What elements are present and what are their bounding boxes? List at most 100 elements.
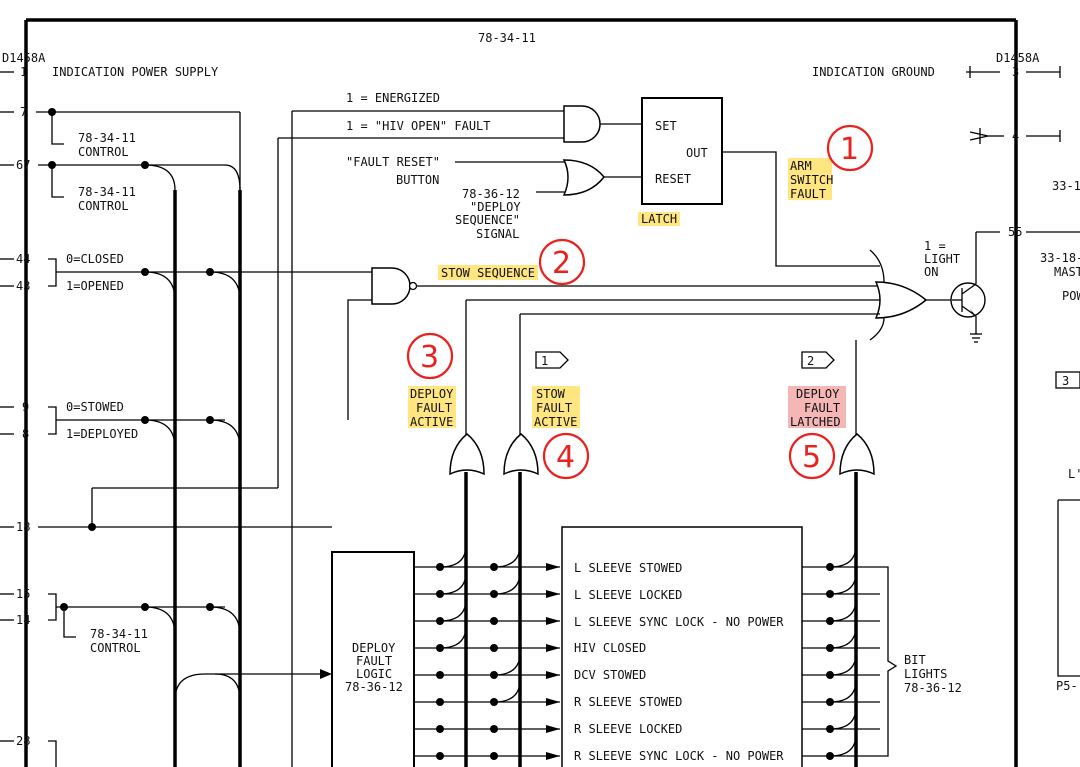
- row-taps: [439, 544, 857, 757]
- svg-text:33-1: 33-1: [1052, 179, 1080, 193]
- transistor-icon: [950, 231, 1000, 343]
- signal-deploy-seq-1: 78-36-12: [462, 187, 520, 201]
- logic-block-1: DEPLOY: [352, 641, 396, 655]
- bit-item: L SLEEVE SYNC LOCK - NO POWER: [574, 615, 784, 629]
- pin-44-label: 0=CLOSED: [66, 252, 124, 266]
- right-pin-55: 55: [1008, 225, 1022, 239]
- stow-sequence-label: STOW SEQUENCE: [441, 266, 535, 280]
- pin-1: 1: [20, 65, 27, 79]
- deploy-fault-active-2: FAULT: [416, 401, 452, 415]
- stow-fault-active-2: FAULT: [536, 401, 572, 415]
- control-ref-1: 78-34-11: [78, 131, 136, 145]
- pin-67: 67: [16, 158, 30, 172]
- light-on-2: LIGHT: [924, 252, 960, 266]
- bit-item: R SLEEVE STOWED: [574, 695, 682, 709]
- svg-text:POW: POW: [1062, 289, 1080, 303]
- bit-lights-3: 78-36-12: [904, 681, 962, 695]
- bit-item: L SLEEVE LOCKED: [574, 588, 682, 602]
- bit-lights-2: LIGHTS: [904, 667, 947, 681]
- pin-18: 18: [16, 520, 30, 534]
- svg-text:2: 2: [552, 246, 571, 281]
- latch-reset: RESET: [655, 172, 691, 186]
- or-gate-reset: [562, 159, 605, 196]
- or-gate-deploy-latched: [839, 433, 875, 476]
- latch-out: OUT: [686, 146, 708, 160]
- bit-lights-bracket: [880, 566, 898, 757]
- or-gate-deploy-active: [449, 433, 485, 476]
- flag-1: 1: [535, 351, 569, 369]
- pin-43-label: 1=OPENED: [66, 279, 124, 293]
- bit-item: R SLEEVE LOCKED: [574, 722, 682, 736]
- deploy-fault-logic-block: [331, 551, 415, 767]
- and-gate-top: [563, 105, 601, 143]
- callout-3: 3: [406, 332, 454, 380]
- pin-15: 15: [16, 587, 30, 601]
- latch-label: LATCH: [641, 212, 677, 226]
- frame: [24, 18, 1018, 767]
- latch-block: [641, 97, 723, 205]
- or-gate-main: [874, 281, 928, 319]
- svg-text:2: 2: [807, 354, 814, 368]
- left-pins: 1 INDICATION POWER SUPPLY 7 67 44 0=CLOS…: [0, 65, 372, 767]
- flag-2: 2: [801, 351, 835, 369]
- bit-lights-1: BIT: [904, 653, 926, 667]
- signal-fault-reset-2: BUTTON: [396, 173, 439, 187]
- signal-energized: 1 = ENERGIZED: [346, 91, 440, 105]
- arm-switch-fault-2: SWITCH: [790, 173, 833, 187]
- pin-14: 14: [16, 613, 30, 627]
- bit-list: L SLEEVE STOWED L SLEEVE LOCKED L SLEEVE…: [574, 561, 784, 763]
- pin-7: 7: [20, 105, 27, 119]
- signal-hiv-open-fault: 1 = "HIV OPEN" FAULT: [346, 119, 491, 133]
- pin-43: 43: [16, 279, 30, 293]
- bit-list-box: [561, 526, 803, 767]
- arm-switch-fault-3: FAULT: [790, 187, 826, 201]
- bit-item: R SLEEVE SYNC LOCK - NO POWER: [574, 749, 784, 763]
- svg-text:5: 5: [802, 440, 821, 475]
- bit-item: HIV CLOSED: [574, 641, 646, 655]
- svg-text:P5-: P5-: [1056, 679, 1078, 693]
- row-arrows: [546, 563, 560, 760]
- signal-deploy-seq-2: "DEPLOY: [470, 200, 521, 214]
- control-ref-3-label: CONTROL: [90, 641, 141, 655]
- pin-28: 28: [16, 734, 30, 748]
- deploy-fault-latched-3: LATCHED: [790, 415, 841, 429]
- logic-block-3: LOGIC: [356, 667, 392, 681]
- deploy-fault-latched-2: FAULT: [804, 401, 840, 415]
- pin-8-label: 1=DEPLOYED: [66, 427, 138, 441]
- right-pins: 3 4 55: [966, 65, 1080, 239]
- right-connector-id: D1458A: [996, 51, 1040, 65]
- signal-deploy-seq-3: SEQUENCE": [455, 213, 520, 227]
- stow-fault-active-1: STOW: [536, 387, 566, 401]
- stow-fault-active-3: ACTIVE: [534, 415, 577, 429]
- callout-1: 1: [826, 124, 874, 172]
- or-gate-stow-active: [503, 433, 539, 476]
- svg-text:1: 1: [541, 354, 548, 368]
- svg-text:3: 3: [1062, 374, 1069, 388]
- logic-block-2: FAULT: [356, 654, 392, 668]
- header-ref: 78-34-11: [478, 31, 536, 45]
- nand-gate-stow: [371, 267, 411, 305]
- callout-4: 4: [542, 432, 590, 480]
- pin-1-label: INDICATION POWER SUPPLY: [52, 65, 219, 79]
- svg-text:3: 3: [420, 340, 439, 375]
- svg-text:1: 1: [840, 132, 859, 167]
- control-refs: 78-34-11 CONTROL 78-34-11 CONTROL 78-34-…: [51, 112, 148, 655]
- right-partial-labels: 33-1 33-18- MAST POW 3 L' P5-: [1040, 179, 1080, 693]
- control-ref-3: 78-34-11: [90, 627, 148, 641]
- svg-text:33-18-: 33-18-: [1040, 251, 1080, 265]
- deploy-fault-latched-1: DEPLOY: [796, 387, 840, 401]
- latch-set: SET: [655, 119, 677, 133]
- signal-deploy-seq-4: SIGNAL: [476, 227, 519, 241]
- buses: [91, 110, 566, 767]
- svg-text:4: 4: [556, 440, 575, 475]
- svg-text:MAST: MAST: [1054, 265, 1080, 279]
- callout-2: 2: [538, 238, 586, 286]
- control-ref-2: 78-34-11: [78, 185, 136, 199]
- arm-switch-fault-1: ARM: [790, 159, 812, 173]
- ground-label: INDICATION GROUND: [812, 65, 935, 79]
- right-pin-3: 3: [1012, 65, 1019, 79]
- deploy-fault-active-3: ACTIVE: [410, 415, 453, 429]
- logic-block-4: 78-36-12: [345, 680, 403, 694]
- control-ref-2-label: CONTROL: [78, 199, 129, 213]
